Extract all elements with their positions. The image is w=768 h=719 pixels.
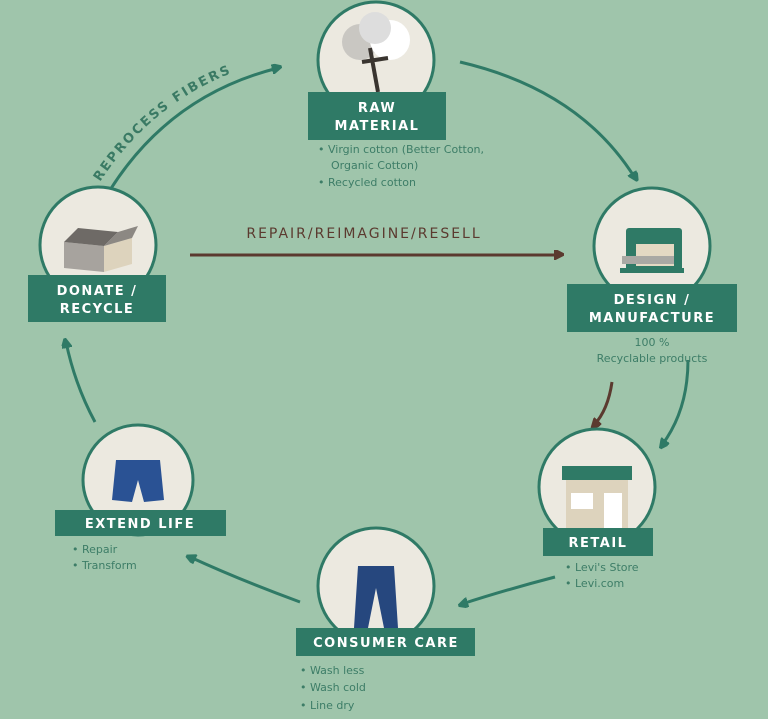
stage-raw-material: RAW MATERIAL • Virgin cotton (Better Cot… xyxy=(308,0,484,189)
stage-title: RECYCLE xyxy=(60,302,135,317)
shorts-icon xyxy=(112,460,164,502)
reprocess-fibers-label: REPROCESS FIBERS xyxy=(91,62,234,184)
stage-title: DONATE / xyxy=(57,284,138,299)
arrow-reprocess xyxy=(108,68,278,191)
note: • Transform xyxy=(72,559,137,572)
stage-design-manufacture: DESIGN / MANUFACTURE 100 % Recyclable pr… xyxy=(567,186,737,365)
arrow-retail-to-consumer xyxy=(462,575,556,604)
stage-title: EXTEND LIFE xyxy=(85,517,195,532)
store-icon xyxy=(562,466,632,528)
note: • Virgin cotton (Better Cotton, xyxy=(318,143,484,156)
arrow-design-to-retail xyxy=(662,359,690,445)
stage-title: RAW xyxy=(358,101,396,116)
stage-retail: RETAIL • Levi's Store • Levi.com xyxy=(537,427,657,590)
box-icon xyxy=(64,226,138,272)
arrow-design-to-retail-brown xyxy=(594,381,614,425)
note: • Recycled cotton xyxy=(318,176,416,189)
stage-title: MATERIAL xyxy=(335,119,420,134)
note: Organic Cotton) xyxy=(331,159,418,172)
sewing-machine-icon xyxy=(620,228,684,273)
stage-consumer-care: CONSUMER CARE • Wash less • Wash cold • … xyxy=(296,526,475,712)
stage-title: DESIGN / xyxy=(614,293,691,308)
note: • Wash less xyxy=(300,664,365,677)
note: • Levi.com xyxy=(565,577,624,590)
stage-title: CONSUMER CARE xyxy=(313,636,459,651)
note: • Wash cold xyxy=(300,681,366,694)
arrow-consumer-to-extend xyxy=(190,557,301,604)
repair-reimagine-resell-label: REPAIR/REIMAGINE/RESELL xyxy=(246,226,481,242)
arrow-raw-to-design xyxy=(459,60,635,178)
stage-extend-life: EXTEND LIFE • Repair • Transform xyxy=(55,423,226,572)
jeans-icon xyxy=(354,566,398,628)
cotton-plant-icon xyxy=(342,12,410,93)
note: 100 % xyxy=(635,336,670,349)
arrow-extend-to-donate xyxy=(66,342,97,423)
stage-title: MANUFACTURE xyxy=(589,311,715,326)
stage-donate-recycle: DONATE / RECYCLE xyxy=(28,185,166,322)
note: • Line dry xyxy=(300,699,355,712)
stage-title: RETAIL xyxy=(569,536,628,551)
note: Recyclable products xyxy=(597,352,708,365)
note: • Levi's Store xyxy=(565,561,639,574)
note: • Repair xyxy=(72,543,118,556)
